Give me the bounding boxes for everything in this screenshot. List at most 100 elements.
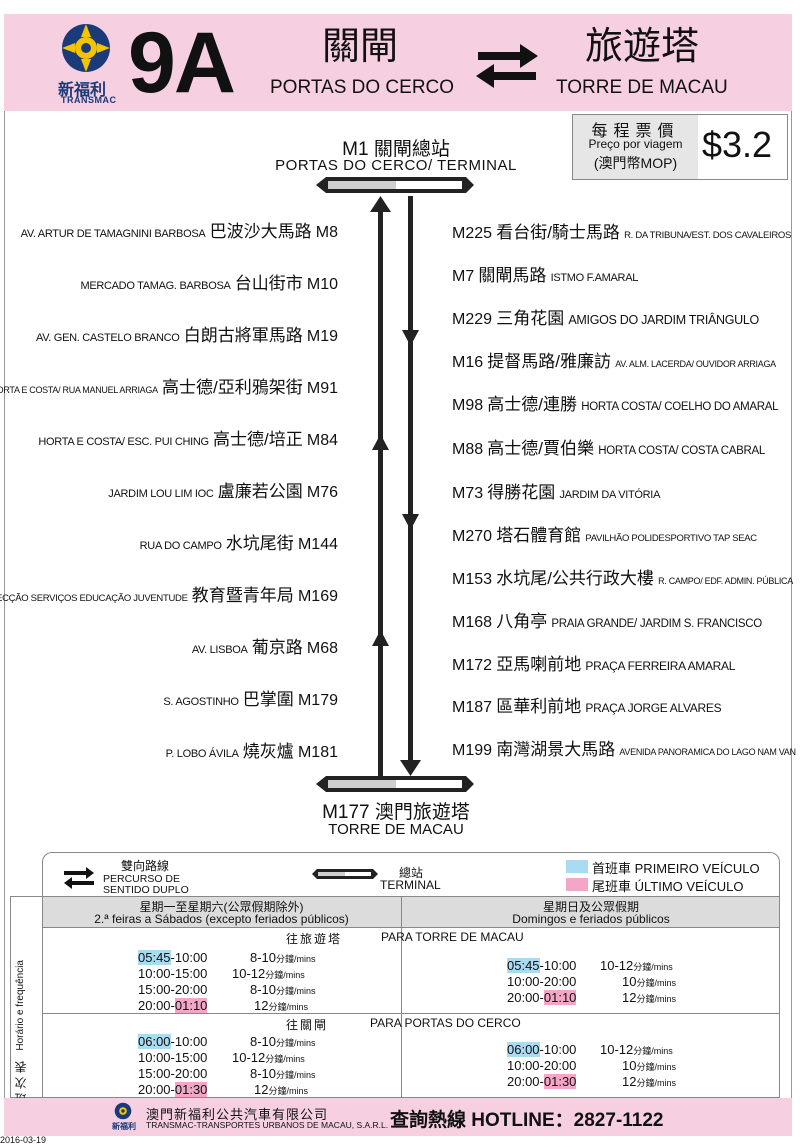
- we1-freq-3: 12分鐘/mins: [622, 990, 676, 1005]
- stop-left-m144: RUA DO CAMPO 水坑尾街 M144: [139, 534, 338, 553]
- header-banner: [4, 14, 792, 111]
- terminal-top-name: M1 關閘總站: [342, 139, 450, 160]
- wd2-row-1: 06:00-10:00: [138, 1034, 208, 1049]
- wd2-freq-3: 8-10分鐘/mins: [250, 1066, 316, 1081]
- terminal-bottom-name: M177 澳門旅遊塔: [322, 802, 470, 823]
- fare-currency: (澳門幣MOP): [593, 155, 678, 171]
- legend-terminal-pt: TERMINAL: [380, 878, 441, 892]
- stop-left-m169: DIRECÇÃO SERVIÇOS EDUCAÇÃO JUVENTUDE 教育暨…: [0, 586, 338, 605]
- last-vehicle-swatch: [566, 878, 588, 891]
- wd2-row-2: 10:00-15:00: [138, 1050, 208, 1065]
- legend-dual-pt2: SENTIDO DUPLO: [103, 884, 189, 896]
- terminal-legend-icon: [312, 869, 378, 879]
- we2-row-3: 20:00-01:30: [507, 1074, 577, 1089]
- wd1-freq-3: 8-10分鐘/mins: [250, 982, 316, 997]
- we1-freq-2: 10分鐘/mins: [622, 974, 676, 989]
- stop-right-m73: M73 得勝花園 JARDIM DA VITÓRIA: [452, 483, 661, 502]
- fare-label-pt: Preço por viagem: [588, 137, 683, 151]
- legend-box: [42, 852, 780, 896]
- wd1-freq-4: 12分鐘/mins: [254, 998, 308, 1013]
- we2-row-2: 10:00-20:00: [507, 1058, 577, 1073]
- timetable: [10, 896, 780, 1098]
- wd1-freq-1: 8-10分鐘/mins: [250, 950, 316, 965]
- stop-right-m168: M168 八角亭 PRAIA GRANDE/ JARDIM S. FRANCIS…: [452, 612, 762, 631]
- stop-right-m98: M98 高士德/連勝 HORTA COSTA/ COELHO DO AMARAL: [452, 395, 779, 414]
- legend-last: 尾班車 ÚLTIMO VEÍCULO: [592, 879, 744, 894]
- stop-right-m270: M270 塔石體育館 PAVILHÃO POLIDESPORTIVO TAP S…: [452, 526, 757, 545]
- we1-row-1: 05:45-10:00: [507, 958, 577, 973]
- wd1-row-1: 05:45-10:00: [138, 950, 208, 965]
- footer-company-zh: 澳門新福利公共汽車有限公司: [146, 1107, 329, 1122]
- destination-zh: 旅遊塔: [585, 26, 700, 68]
- logo-en: TRANSMAC: [61, 95, 117, 105]
- stop-right-m7: M7 關閘馬路 ISTMO F.AMARAL: [452, 266, 639, 285]
- footer-logo-text: 新福利: [112, 1122, 136, 1131]
- footer-company-pt: TRANSMAC-TRANSPORTES URBANOS DE MACAU, S…: [146, 1120, 389, 1130]
- stop-left-m68: AV. LISBOA 葡京路 M68: [191, 638, 338, 657]
- we2-row-1: 06:00-10:00: [507, 1042, 577, 1057]
- dir1-pt: PARA TORRE DE MACAU: [381, 930, 524, 944]
- stop-left-m19: AV. GEN. CASTELO BRANCO 白朗古將軍馬路 M19: [36, 326, 338, 345]
- we2-freq-2: 10分鐘/mins: [622, 1058, 676, 1073]
- we1-row-2: 10:00-20:00: [507, 974, 577, 989]
- first-vehicle-swatch: [566, 860, 588, 873]
- stop-left-m8: AV. ARTUR DE TAMAGNINI BARBOSA 巴波沙大馬路 M8: [20, 222, 338, 241]
- transmac-logo-icon: [62, 24, 110, 72]
- stop-right-m199: M199 南灣湖景大馬路 AVENIDA PANORAMICA DO LAGO …: [452, 740, 796, 759]
- dir2-zh: 往關閘: [286, 1018, 329, 1032]
- we2-freq-1: 10-12分鐘/mins: [600, 1042, 673, 1057]
- timetable-vline-left: [42, 896, 43, 1098]
- we1-freq-1: 10-12分鐘/mins: [600, 958, 673, 973]
- fare-label-zh: 每程票價: [591, 123, 680, 140]
- route-line-diagram: [316, 177, 474, 792]
- stop-right-m229: M229 三角花園 AMIGOS DO JARDIM TRIÂNGULO: [452, 309, 759, 328]
- stop-left-m91: HORTA E COSTA/ RUA MANUEL ARRIAGA 高士德/亞利…: [0, 378, 338, 397]
- destination-pt: TORRE DE MACAU: [556, 77, 728, 98]
- footer-banner: [4, 1098, 792, 1136]
- weekend-header-pt: Domingos e feriados públicos: [512, 912, 670, 926]
- stop-left-m84: HORTA E COSTA/ ESC. PUI CHING 高士德/培正 M84: [38, 430, 338, 449]
- footer-logo-icon: [114, 1102, 132, 1120]
- stop-right-m225: M225 看台街/騎士馬路 R. DA TRIBUNA/EST. DOS CAV…: [452, 223, 792, 242]
- wd1-row-4: 20:00-01:10: [138, 998, 208, 1013]
- legend-first: 首班車 PRIMEIRO VEÍCULO: [592, 861, 760, 876]
- timetable-side-label: 班次表 Horário e frequência: [14, 960, 28, 1106]
- dual-route-arrows-icon: [64, 867, 94, 889]
- origin-zh: 關閘: [322, 26, 399, 68]
- fare-amount: $3.2: [702, 124, 773, 165]
- stop-right-m16: M16 提督馬路/雅廉訪 AV. ALM. LACERDA/ OUVIDOR A…: [452, 352, 776, 371]
- we2-freq-3: 12分鐘/mins: [622, 1074, 676, 1089]
- route-number: 9A: [128, 15, 236, 111]
- origin-pt: PORTAS DO CERCO: [270, 77, 455, 98]
- stop-left-m76: JARDIM LOU LIM IOC 盧廉若公園 M76: [108, 482, 338, 501]
- print-date: 2016-03-19: [0, 1135, 47, 1145]
- wd2-freq-2: 10-12分鐘/mins: [232, 1050, 305, 1065]
- terminal-bottom-pt: TORRE DE MACAU: [328, 821, 464, 838]
- stop-right-m153: M153 水坑尾/公共行政大樓 R. CAMPO/ EDF. ADMIN. PÚ…: [452, 569, 793, 588]
- timetable-header-bg: [42, 897, 779, 927]
- timetable-hline-2: [42, 1013, 780, 1014]
- stop-right-m187: M187 區華利前地 PRAÇA JORGE ALVARES: [452, 697, 722, 716]
- stop-right-m88: M88 高士德/賈伯樂 HORTA COSTA/ COSTA CABRAL: [452, 439, 765, 458]
- fare-label-bg: [573, 115, 698, 179]
- stop-left-m10: MERCADO TAMAG. BARBOSA 台山街市 M10: [80, 274, 338, 293]
- two-way-arrows-icon: [476, 44, 538, 88]
- timetable-vline-mid: [401, 896, 402, 1098]
- dir2-pt: PARA PORTAS DO CERCO: [370, 1016, 521, 1030]
- logo-zh: 新福利: [58, 82, 107, 99]
- weekday-header-zh: 星期一至星期六(公眾假期除外): [139, 900, 304, 914]
- wd2-freq-4: 12分鐘/mins: [254, 1082, 308, 1097]
- wd1-freq-2: 10-12分鐘/mins: [232, 966, 305, 981]
- wd2-freq-1: 8-10分鐘/mins: [250, 1034, 316, 1049]
- weekend-header-zh: 星期日及公眾假期: [542, 900, 639, 914]
- hotline: 查詢熱線 HOTLINE：2827-1122: [390, 1110, 664, 1131]
- wd1-row-2: 10:00-15:00: [138, 966, 208, 981]
- stop-left-m181: P. LOBO ÁVILA 燒灰爐 M181: [165, 742, 338, 761]
- wd2-row-3: 15:00-20:00: [138, 1066, 208, 1081]
- stop-right-m172: M172 亞馬喇前地 PRAÇA FERREIRA AMARAL: [452, 655, 736, 674]
- wd1-row-3: 15:00-20:00: [138, 982, 208, 997]
- wd2-row-4: 20:00-01:30: [138, 1082, 208, 1097]
- weekday-header-pt: 2.ª feiras a Sábados (excepto feriados p…: [94, 912, 349, 926]
- dir1-zh: 往旅遊塔: [286, 932, 343, 946]
- terminal-top-pt: PORTAS DO CERCO/ TERMINAL: [275, 157, 517, 174]
